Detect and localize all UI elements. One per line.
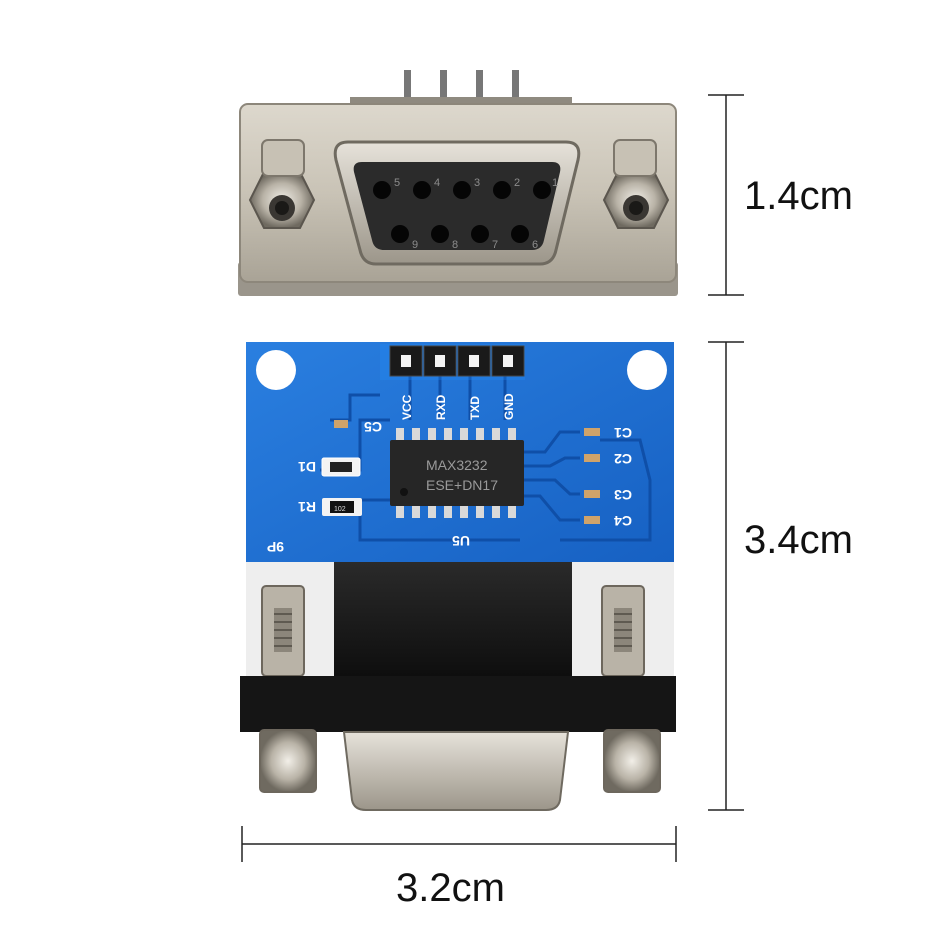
header-label-vcc: VCC [400,394,414,420]
board-lock-left [261,585,305,677]
rear-pin [512,70,519,102]
connector-housing [334,562,572,680]
pin-label: 3 [474,177,480,189]
capacitor-c5 [334,420,348,428]
connector-front-bar [240,676,676,732]
standoff-right [603,729,661,793]
rear-pin [476,70,483,102]
dimension-label-board-width: 3.2cm [396,866,505,910]
dimension-line-board-height [708,341,744,811]
resistor-marking: 102 [334,506,346,513]
header-label-txd: TXD [468,396,482,420]
hex-nut-left [248,139,316,229]
pin-label: 4 [434,177,440,189]
board-lock-right [601,585,645,677]
silk-ic-ref: U5 [452,533,470,549]
db9-female-connector: 5 4 3 2 1 9 8 7 6 [238,70,678,296]
silk-d1: D1 [298,459,316,475]
header-label-gnd: GND [502,393,516,420]
max3232-ic: MAX3232 ESE+DN17 [390,428,524,518]
d-sub-insert [353,162,561,250]
pin-label: 2 [514,177,520,189]
resistor-r1 [330,501,354,513]
capacitor-c3 [584,490,600,498]
dimension-label-connector-height: 1.4cm [744,174,853,218]
silk-r1: R1 [298,499,316,515]
rear-pin [404,70,411,102]
pin-label: 7 [492,239,498,251]
silk-c5: C5 [364,419,382,435]
standoff-left [259,729,317,793]
max3232-module: VCC RXD TXD GND MAX3232 ESE+DN17 [240,342,676,811]
capacitor-c2 [584,454,600,462]
pin-label: 9 [412,239,418,251]
dimension-line-connector-height [708,94,744,296]
silk-c1: C1 [614,425,632,441]
pin-label: 6 [532,239,538,251]
silk-c2: C2 [614,451,632,467]
dimension-line-board-width [241,826,677,862]
mounting-hole-right [627,350,667,390]
capacitor-c4 [584,516,600,524]
pin-header [380,344,525,380]
capacitor-c1 [584,428,600,436]
ic-marking-line2: ESE+DN17 [426,477,498,493]
ic-marking-line1: MAX3232 [426,457,488,473]
mounting-hole-left [256,350,296,390]
silk-c4: C4 [614,513,632,529]
connector-body-top [350,97,572,107]
pin-label: 1 [552,177,558,189]
header-label-rxd: RXD [434,394,448,420]
hex-nut-right [602,139,670,229]
silk-9p: 9P [267,539,284,555]
led-d1 [330,462,352,472]
pin-label: 8 [452,239,458,251]
rear-pin [440,70,447,102]
smd-components: 102 [321,420,600,524]
pin-label: 5 [394,177,400,189]
d-sub-male-shell [342,731,570,811]
pcb-traces [320,375,652,542]
silk-c3: C3 [614,487,632,503]
socket-holes [373,181,551,243]
dimension-label-board-height: 3.4cm [744,518,853,562]
